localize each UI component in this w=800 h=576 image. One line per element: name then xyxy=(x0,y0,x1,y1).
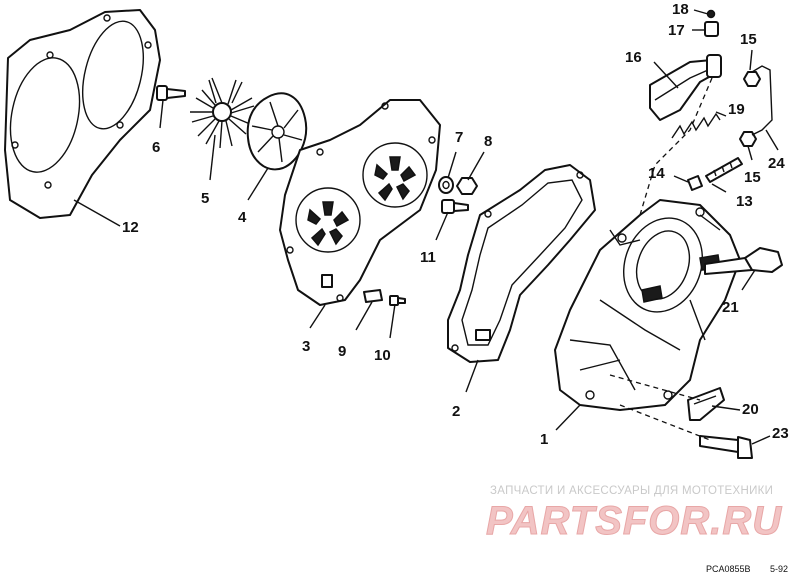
part-12-gasket xyxy=(4,9,161,219)
alignment-line-lever xyxy=(639,77,713,216)
watermark-logo: PARTSFOR.RU xyxy=(486,499,782,543)
callout-17: 17 xyxy=(668,22,685,39)
part-8-nut xyxy=(456,177,478,195)
drawing-code: PCA0855B xyxy=(706,564,751,574)
part-11-screw xyxy=(441,199,469,214)
callout-14: 14 xyxy=(648,165,665,182)
callout-4: 4 xyxy=(238,209,247,226)
part-2-gasket xyxy=(447,164,596,363)
callout-11: 11 xyxy=(420,249,436,266)
alignment-line-20 xyxy=(609,374,701,401)
part-24-rod xyxy=(751,65,773,136)
watermark: ЗАПЧАСТИ И АКСЕССУАРЫ ДЛЯ МОТОТЕХНИКИ PA… xyxy=(486,485,782,544)
callout-9: 9 xyxy=(338,343,346,360)
part-7-washer xyxy=(438,176,454,194)
callout-13: 13 xyxy=(736,193,753,210)
part-1-housing xyxy=(554,199,741,411)
callout-3: 3 xyxy=(302,338,310,355)
part-20-clamp xyxy=(687,387,725,421)
callout-18: 18 xyxy=(672,1,689,18)
callout-19: 19 xyxy=(728,101,745,118)
callout-1: 1 xyxy=(540,431,548,448)
part-16-lever xyxy=(649,54,722,121)
part-6-screw xyxy=(156,85,186,101)
watermark-tagline: ЗАПЧАСТИ И АКСЕССУАРЫ ДЛЯ МОТОТЕХНИКИ xyxy=(490,485,773,497)
part-5-impeller xyxy=(190,77,255,149)
part-4-plate xyxy=(246,92,308,171)
callout-15-upper: 15 xyxy=(740,31,757,48)
part-21-bolt xyxy=(704,247,783,275)
callout-10: 10 xyxy=(374,347,391,364)
part-15-nut-upper xyxy=(743,71,761,87)
part-13-screw xyxy=(705,157,743,183)
callout-15-lower: 15 xyxy=(744,169,761,186)
callout-6: 6 xyxy=(152,139,160,156)
part-17-spacer xyxy=(704,21,719,37)
drawing-revision: 5-92 xyxy=(770,564,788,574)
callout-7: 7 xyxy=(455,129,463,146)
callout-12: 12 xyxy=(122,219,139,236)
part-15-nut-lower xyxy=(739,131,757,147)
callout-23: 23 xyxy=(772,425,789,442)
callout-20: 20 xyxy=(742,401,759,418)
callout-16: 16 xyxy=(625,49,642,66)
alignment-line-23 xyxy=(619,404,711,441)
part-19-spring xyxy=(671,112,721,139)
callout-24: 24 xyxy=(768,155,785,172)
part-14-fitting xyxy=(687,175,703,191)
callout-21: 21 xyxy=(722,299,739,316)
part-10-screw xyxy=(389,295,406,306)
part-9-dowel xyxy=(363,289,383,303)
callout-labels: 12 6 5 4 3 7 8 11 9 10 2 1 16 17 18 19 1… xyxy=(122,1,789,448)
callout-2: 2 xyxy=(452,403,460,420)
leader-lines xyxy=(73,9,779,445)
part-3-cover xyxy=(279,99,441,306)
part-18-clip xyxy=(706,9,716,19)
part-23-bolt xyxy=(699,435,753,459)
callout-8: 8 xyxy=(484,133,492,150)
callout-5: 5 xyxy=(201,190,209,207)
